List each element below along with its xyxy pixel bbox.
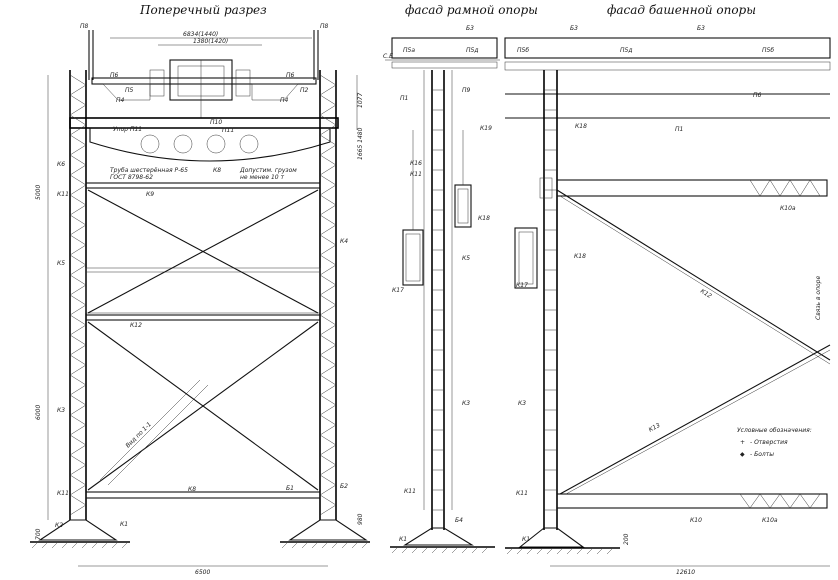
label-p4: П4 — [116, 97, 125, 104]
dim-top-span-inner: 1380(1420) — [193, 38, 228, 45]
label-k10-lower: К10 — [690, 517, 702, 524]
tower-foundation-hatch — [506, 547, 614, 555]
label-p5d-right: П5д — [620, 47, 632, 54]
annotation-se: С.Е — [383, 53, 393, 60]
label-p6-right: П6 — [286, 72, 295, 79]
label-k1-mid: К1 — [399, 536, 407, 543]
label-p8-left: П8 — [80, 23, 89, 30]
label-k19-mid: К19 — [480, 125, 492, 132]
foundation-hatch-right — [281, 541, 369, 549]
label-k2: К2 — [55, 522, 63, 529]
label-p5b-right-2: П5б — [762, 47, 774, 54]
label-p4-right: П4 — [280, 97, 289, 104]
label-k11-tower: К11 — [516, 490, 528, 497]
legend: Условные обозначения: + - Отверстия ◆ - … — [737, 427, 812, 458]
label-p1-mid: П1 — [400, 95, 408, 102]
label-k8-tower: К18 — [574, 253, 586, 260]
label-p1-right: П1 — [675, 126, 683, 133]
title-cross-section: Поперечный разрез — [139, 3, 267, 17]
annotation-stop: Упор П11 — [113, 126, 142, 133]
tower-support-view: П5б П5д П5б Б3 Б3 П1 П6 К1 — [504, 25, 831, 576]
label-k9: К9 — [146, 191, 154, 198]
label-k5-mid: К5 — [462, 255, 470, 262]
label-k7: К8 — [213, 167, 221, 174]
label-b1: Б1 — [286, 485, 294, 492]
label-p6-left: П6 — [110, 72, 119, 79]
label-b2: Б2 — [340, 483, 348, 490]
label-p5b-right: П5б — [517, 47, 529, 54]
title-frame-support-facade: фасад рамной опоры — [405, 3, 538, 17]
label-k18-mid: К18 — [478, 215, 490, 222]
label-p5d-mid: П5д — [466, 47, 478, 54]
legend-title: Условные обозначения: — [737, 427, 812, 434]
title-tower-support-facade: фасад башенной опоры — [607, 3, 756, 17]
annotation-rail-note-1: Труба шестерённая Р-65 — [110, 167, 188, 174]
label-k16-mid: К16 — [410, 160, 422, 167]
label-k10b-lower: К10а — [762, 517, 778, 524]
label-k1: К1 — [120, 521, 128, 528]
label-p9-mid: П9 — [462, 87, 471, 94]
dim-700: 700 — [35, 528, 42, 540]
legend-bolts-symbol: ◆ — [740, 451, 745, 458]
dim-1077: 1077 — [357, 93, 364, 108]
label-k18-tower: К18 — [575, 123, 587, 130]
lower-arm-truss — [739, 493, 821, 509]
dim-1665: 1665 1480 — [357, 127, 364, 160]
label-b3-mid: Б3 — [466, 25, 474, 32]
label-k4: К4 — [340, 238, 348, 245]
label-k11-mid: К11 — [410, 171, 422, 178]
dim-top-span-outer: 6834(1440) — [183, 31, 218, 38]
label-p6-tower: П6 — [753, 92, 762, 99]
label-k17-mid: К17 — [392, 287, 404, 294]
dim-980: 980 — [357, 513, 364, 525]
annotation-tower-link: Связь в опоре — [815, 276, 822, 320]
label-k12: К12 — [130, 322, 142, 329]
annotation-load-note-1: Допустим. грузом — [239, 167, 297, 174]
dim-base-width: 6500 — [195, 569, 210, 576]
legend-holes: - Отверстия — [750, 439, 788, 446]
dim-height-lower: 6000 — [35, 405, 42, 420]
label-p11: П11 — [222, 127, 234, 134]
label-k11: К11 — [57, 191, 69, 198]
mid-foundation-hatch — [391, 546, 489, 554]
tower-column-lattice — [544, 89, 557, 511]
frame-support-view: С.Е П5а П5д Б3 П1 П9 — [383, 25, 500, 554]
label-k8: К8 — [188, 486, 196, 493]
label-k3-tower: К3 — [518, 400, 526, 407]
cross-section-view: 6834(1440) 1380(1420) П8 П8 П6 П6 П5 П2 … — [30, 23, 370, 576]
dim-200: 200 — [623, 533, 630, 545]
label-k17-tower: К17 — [516, 282, 528, 289]
right-column-lattice — [319, 74, 337, 516]
left-column-lattice — [69, 74, 87, 516]
label-b3-right: Б3 — [570, 25, 578, 32]
mid-column-lattice — [432, 89, 444, 511]
label-k6: К6 — [57, 161, 65, 168]
label-k10a-upper: К10а — [780, 205, 796, 212]
dim-height-upper: 5000 — [35, 185, 42, 200]
label-k13-tower: К13 — [648, 422, 662, 434]
label-b3-right-2: Б3 — [697, 25, 705, 32]
label-p5a-mid: П5а — [403, 47, 415, 54]
label-p5: П5 — [125, 87, 134, 94]
label-k3: К3 — [57, 407, 65, 414]
label-k1-tower: К1 — [522, 536, 530, 543]
annotation-rail-note-2: ГОСТ 8798-62 — [110, 174, 153, 181]
label-p8-right: П8 — [320, 23, 329, 30]
label-k3-mid: К3 — [462, 400, 470, 407]
annotation-load-note-2: не менее 10 т — [240, 174, 284, 181]
label-k11-lower: К11 — [57, 490, 69, 497]
label-p2: П2 — [300, 87, 309, 94]
label-p10: П10 — [210, 119, 222, 126]
label-k5: К5 — [57, 260, 65, 267]
legend-holes-symbol: + — [740, 439, 745, 446]
label-b4-mid: Б4 — [455, 517, 463, 524]
dim-tower-base: 12610 — [676, 569, 695, 576]
upper-arm-truss — [749, 179, 821, 197]
legend-bolts: - Болты — [750, 451, 774, 458]
label-k11-mid-low: К11 — [404, 488, 416, 495]
foundation-hatch-left — [31, 541, 129, 549]
